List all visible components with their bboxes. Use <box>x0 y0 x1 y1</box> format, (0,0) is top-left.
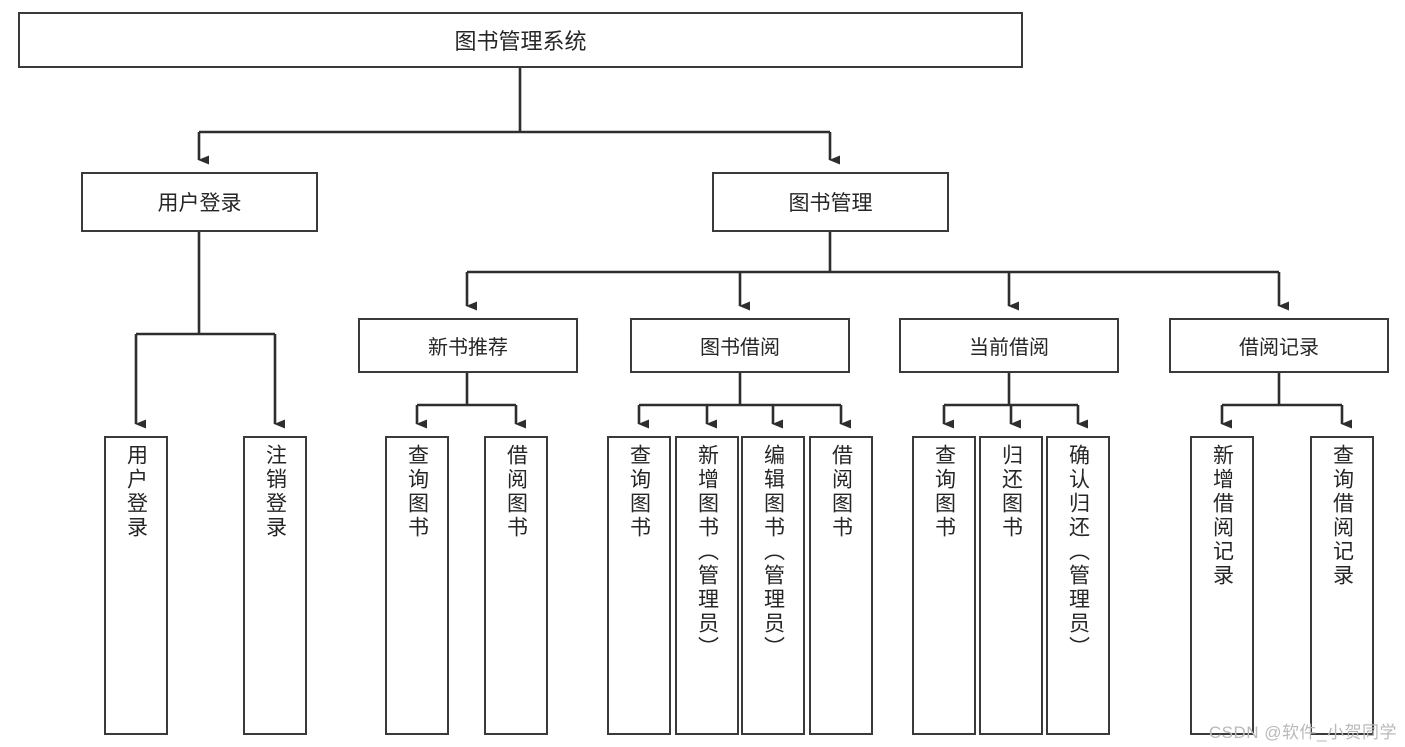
leaf-book-borrow-edit-book-admin[interactable]: 编辑图书（管理员） <box>741 436 805 735</box>
leaf-label: 注销登录 <box>263 444 287 540</box>
node-current-borrow[interactable]: 当前借阅 <box>899 318 1119 373</box>
leaf-user-login-signout[interactable]: 注销登录 <box>243 436 307 735</box>
leaf-label: 借阅图书 <box>829 444 853 540</box>
leaf-current-borrow-confirm-return-admin[interactable]: 确认归还（管理员） <box>1046 436 1110 735</box>
node-user-login-label: 用户登录 <box>157 192 242 215</box>
leaf-label: 查询借阅记录 <box>1330 444 1354 588</box>
leaf-book-borrow-borrow-books[interactable]: 借阅图书 <box>809 436 873 735</box>
leaf-label: 查询图书 <box>932 444 956 540</box>
leaf-current-borrow-query-books[interactable]: 查询图书 <box>912 436 976 735</box>
node-new-book-recommend[interactable]: 新书推荐 <box>358 318 578 373</box>
leaf-borrow-records-query-record[interactable]: 查询借阅记录 <box>1310 436 1374 735</box>
leaf-label: 编辑图书（管理员） <box>761 444 785 660</box>
leaf-label: 确认归还（管理员） <box>1066 444 1090 660</box>
node-user-login[interactable]: 用户登录 <box>81 172 318 232</box>
node-book-management-label: 图书管理 <box>788 192 873 215</box>
node-book-management[interactable]: 图书管理 <box>712 172 949 232</box>
node-book-borrow[interactable]: 图书借阅 <box>630 318 850 373</box>
node-book-borrow-label: 图书借阅 <box>700 337 780 359</box>
node-current-borrow-label: 当前借阅 <box>969 337 1049 359</box>
leaf-label: 新增图书（管理员） <box>695 444 719 660</box>
leaf-label: 用户登录 <box>124 444 148 540</box>
leaf-current-borrow-return-books[interactable]: 归还图书 <box>979 436 1043 735</box>
node-borrow-records[interactable]: 借阅记录 <box>1169 318 1389 373</box>
leaf-new-book-borrow-books[interactable]: 借阅图书 <box>484 436 548 735</box>
leaf-book-borrow-query-books[interactable]: 查询图书 <box>607 436 671 735</box>
leaf-new-book-query-books[interactable]: 查询图书 <box>385 436 449 735</box>
leaf-user-login-signin[interactable]: 用户登录 <box>104 436 168 735</box>
node-borrow-records-label: 借阅记录 <box>1239 337 1319 359</box>
leaf-borrow-records-add-record[interactable]: 新增借阅记录 <box>1190 436 1254 735</box>
leaf-label: 归还图书 <box>999 444 1023 540</box>
node-root-label: 图书管理系统 <box>454 29 587 54</box>
leaf-book-borrow-add-book-admin[interactable]: 新增图书（管理员） <box>675 436 739 735</box>
node-root-book-management-system[interactable]: 图书管理系统 <box>18 12 1023 68</box>
leaf-label: 新增借阅记录 <box>1210 444 1234 588</box>
node-new-book-recommend-label: 新书推荐 <box>428 337 508 359</box>
leaf-label: 查询图书 <box>627 444 651 540</box>
leaf-label: 查询图书 <box>405 444 429 540</box>
leaf-label: 借阅图书 <box>504 444 528 540</box>
